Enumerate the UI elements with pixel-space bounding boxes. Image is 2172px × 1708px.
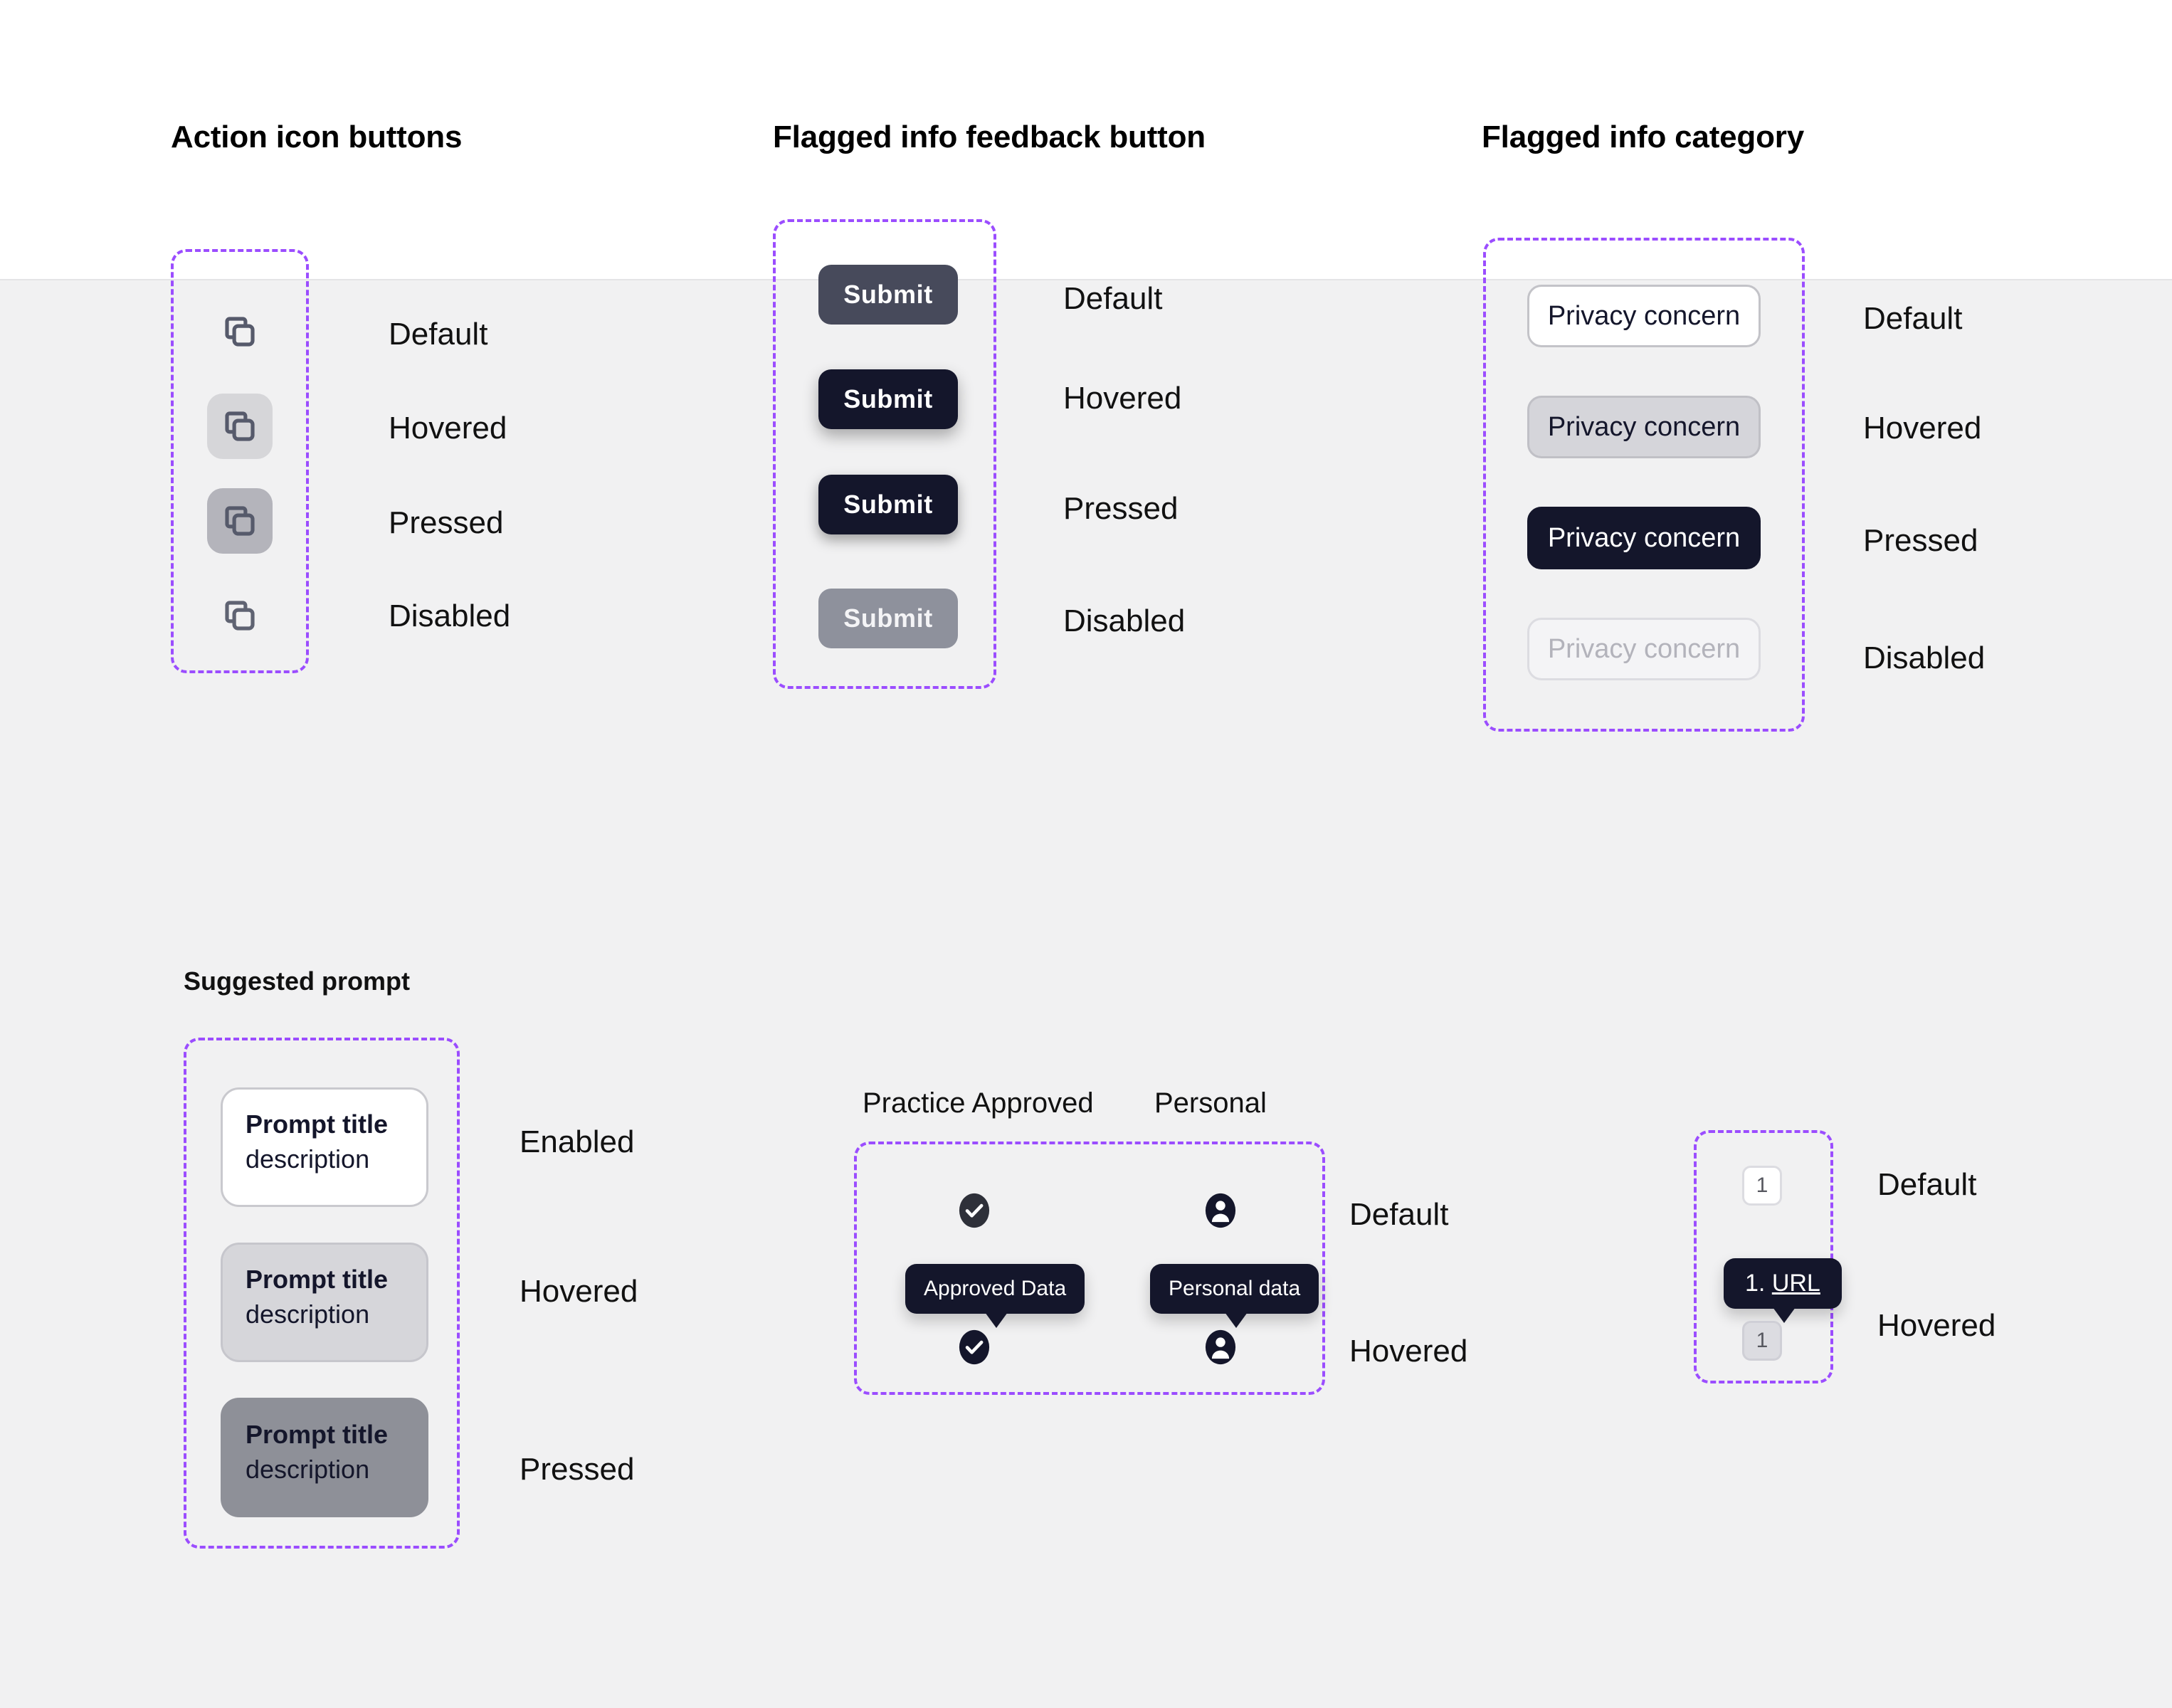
heading-suggested-prompt: Suggested prompt xyxy=(184,966,411,996)
tooltip-citation-prefix: 1. xyxy=(1745,1270,1772,1297)
copy-icon xyxy=(221,596,259,635)
state-label-disabled: Disabled xyxy=(1863,640,1986,675)
state-label-disabled: Disabled xyxy=(389,599,511,633)
state-label-hovered: Hovered xyxy=(520,1274,638,1309)
copy-icon-button-disabled xyxy=(207,583,273,648)
prompt-card-description: description xyxy=(246,1144,370,1174)
spec-frame-feedback-button xyxy=(773,219,996,689)
prompt-card-enabled[interactable]: Prompt title description xyxy=(221,1087,428,1207)
category-pill-pressed[interactable]: Privacy concern xyxy=(1527,507,1761,569)
column-label-personal: Personal xyxy=(1154,1087,1267,1119)
state-label-default: Default xyxy=(1063,281,1163,316)
copy-icon xyxy=(221,312,259,351)
prompt-card-title: Prompt title xyxy=(246,1420,389,1449)
heading-action-icon-buttons: Action icon buttons xyxy=(171,120,463,154)
category-pill-disabled: Privacy concern xyxy=(1527,618,1761,680)
state-label-hovered: Hovered xyxy=(389,411,507,446)
copy-icon xyxy=(221,502,259,540)
tooltip-approved-data: Approved Data xyxy=(905,1264,1085,1328)
tooltip-personal-data: Personal data xyxy=(1150,1264,1319,1328)
state-label-pressed: Pressed xyxy=(520,1452,635,1487)
state-label-default: Default xyxy=(1863,301,1963,336)
submit-button-pressed[interactable]: Submit xyxy=(818,475,958,534)
state-label-default: Default xyxy=(1877,1167,1977,1202)
prompt-card-hovered[interactable]: Prompt title description xyxy=(221,1243,428,1362)
state-label-default: Default xyxy=(389,317,488,352)
spec-frame-suggested-prompt xyxy=(184,1038,460,1549)
submit-button-default[interactable]: Submit xyxy=(818,265,958,325)
tooltip-citation-url: 1. URL xyxy=(1724,1258,1842,1323)
prompt-card-description: description xyxy=(246,1300,370,1329)
submit-button-hovered[interactable]: Submit xyxy=(818,369,958,429)
copy-icon-button-default[interactable] xyxy=(207,299,273,364)
prompt-card-title: Prompt title xyxy=(246,1109,389,1139)
check-circle-icon-hovered[interactable] xyxy=(958,1328,991,1366)
citation-badge-default[interactable]: 1 xyxy=(1742,1166,1782,1206)
heading-flagged-info-category: Flagged info category xyxy=(1482,120,1804,154)
state-label-hovered: Hovered xyxy=(1063,381,1182,416)
state-label-pressed: Pressed xyxy=(1863,523,1978,558)
state-label-disabled: Disabled xyxy=(1063,603,1186,638)
state-label-hovered: Hovered xyxy=(1349,1334,1468,1369)
person-circle-icon-default[interactable] xyxy=(1204,1191,1237,1230)
state-label-hovered: Hovered xyxy=(1877,1308,1996,1343)
copy-icon-button-pressed[interactable] xyxy=(207,488,273,554)
state-label-hovered: Hovered xyxy=(1863,411,1982,446)
state-label-enabled: Enabled xyxy=(520,1124,635,1159)
state-label-pressed: Pressed xyxy=(1063,491,1179,526)
spec-frame-action-icon-buttons xyxy=(171,249,309,673)
column-label-practice-approved: Practice Approved xyxy=(863,1087,1094,1119)
category-pill-hovered[interactable]: Privacy concern xyxy=(1527,396,1761,458)
category-pill-default[interactable]: Privacy concern xyxy=(1527,285,1761,347)
prompt-card-description: description xyxy=(246,1455,370,1484)
spec-frame-citation-badge xyxy=(1694,1130,1833,1383)
prompt-card-pressed[interactable]: Prompt title description xyxy=(221,1398,428,1517)
copy-icon-button-hovered[interactable] xyxy=(207,394,273,459)
citation-badge-hovered[interactable]: 1 xyxy=(1742,1321,1782,1361)
copy-icon xyxy=(221,407,259,446)
prompt-card-title: Prompt title xyxy=(246,1265,389,1294)
tooltip-citation-link[interactable]: URL xyxy=(1771,1270,1820,1297)
state-label-default: Default xyxy=(1349,1197,1449,1232)
state-label-pressed: Pressed xyxy=(389,505,504,540)
spec-frame-flag-markers xyxy=(854,1142,1325,1395)
check-circle-icon-default[interactable] xyxy=(958,1191,991,1230)
submit-button-disabled: Submit xyxy=(818,589,958,648)
heading-flagged-info-feedback-button: Flagged info feedback button xyxy=(773,120,1206,154)
spec-frame-flagged-info-category xyxy=(1483,238,1805,732)
person-circle-icon-hovered[interactable] xyxy=(1204,1328,1237,1366)
